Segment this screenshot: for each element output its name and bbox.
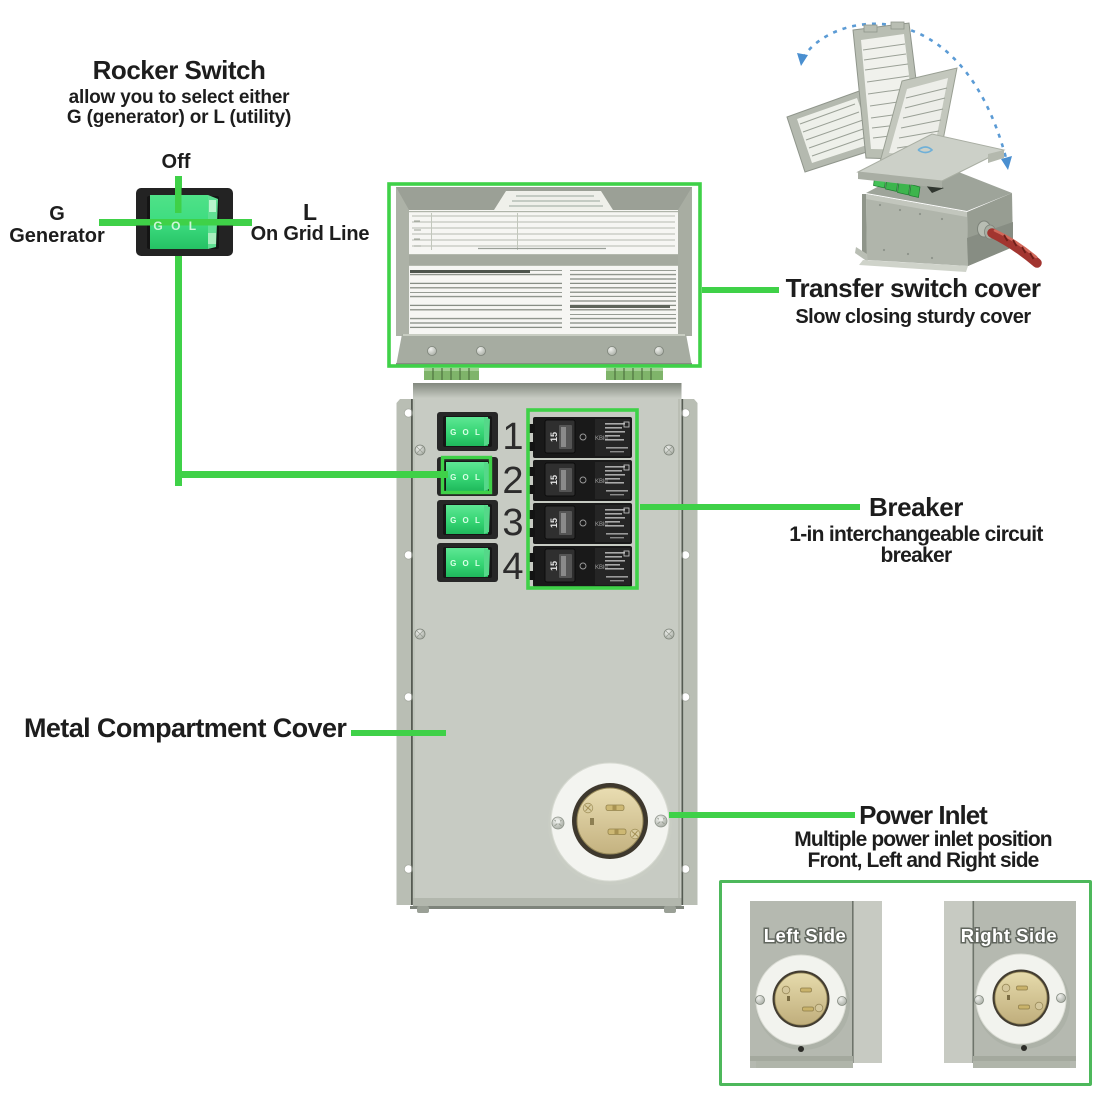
svg-text:4: 4 [502, 546, 523, 588]
svg-text:Left Side: Left Side [764, 925, 847, 946]
svg-text:15: 15 [549, 432, 559, 442]
svg-text:G O L: G O L [153, 219, 198, 233]
svg-text:3: 3 [502, 502, 523, 544]
svg-text:Right Side: Right Side [961, 925, 1057, 946]
svg-text:KBlu: KBlu [595, 436, 608, 442]
svg-text:2: 2 [502, 460, 523, 502]
svg-text:G O L: G O L [450, 428, 482, 437]
svg-text:1: 1 [502, 416, 523, 458]
